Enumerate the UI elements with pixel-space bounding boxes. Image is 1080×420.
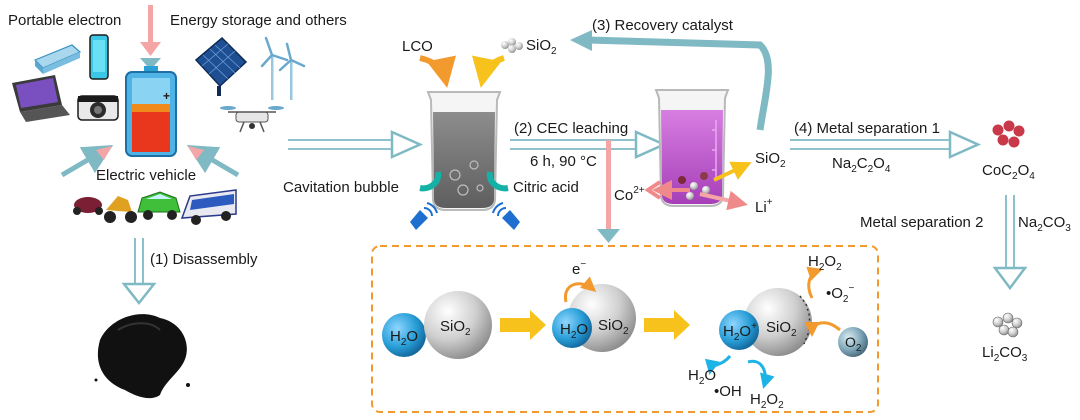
- camera-icon: [77, 95, 119, 121]
- lithium-carbonate-particles-icon: [992, 312, 1023, 338]
- sio2-label-right: SiO2: [755, 150, 786, 170]
- yellow-arrow-2: [644, 310, 690, 340]
- surface-boundary: [799, 295, 811, 345]
- sio2-sphere-1: [424, 291, 492, 359]
- pink-detail-arrow: [597, 140, 620, 243]
- battery-icon: +: [125, 58, 177, 157]
- lco-label: LCO: [402, 38, 433, 55]
- recovery-catalyst-label: (3) Recovery catalyst: [592, 17, 734, 34]
- oh-combine-arrow: [747, 359, 775, 389]
- h2o2-label-bottom: H2O2: [750, 391, 784, 411]
- energy-storage-label: Energy storage and others: [170, 12, 347, 29]
- o2-reduction-arrow: [804, 321, 841, 337]
- disassembly-arrow: [121, 238, 157, 306]
- metal-separation-1-label: (4) Metal separation 1: [794, 120, 940, 137]
- solar-panel-icon: [194, 36, 248, 96]
- wind-turbine-icon: [260, 36, 306, 100]
- co-arrow-back: [644, 180, 662, 200]
- teal-swirl-right: [486, 171, 509, 192]
- pink-input-arrow: [140, 5, 161, 56]
- sio2-label-2: SiO2: [598, 317, 629, 337]
- sio2-label-3: SiO2: [766, 319, 797, 339]
- h2o-plus-label: H2O+: [723, 321, 757, 343]
- beaker-leachate: [654, 89, 730, 207]
- na2co3-label: Na2CO3: [1018, 214, 1071, 234]
- portable-electron-label: Portable electron: [8, 12, 121, 29]
- metal-separation-2-label: Metal separation 2: [860, 214, 983, 231]
- sio2-label-1: SiO2: [440, 318, 471, 338]
- h2o2-formation-arrow: [806, 266, 823, 299]
- phone-icon: [89, 34, 109, 80]
- svg-text:+: +: [163, 89, 170, 103]
- li-ion-label: Li+: [755, 197, 773, 216]
- recovery-catalyst-arrow: [570, 30, 772, 131]
- cavitation-bubble-label: Cavitation bubble: [283, 179, 399, 196]
- citric-acid-label: Citric acid: [513, 179, 579, 196]
- car-icon: [137, 191, 181, 220]
- h2o2-label-top: H2O2: [808, 253, 842, 273]
- h2o-plus-sphere: [719, 310, 759, 350]
- drone-icon: [220, 106, 284, 133]
- co-ion-label: Co2+: [614, 185, 645, 204]
- sio2-label-top: SiO2: [526, 37, 557, 57]
- h2o-label-bottom: H2O: [688, 367, 716, 387]
- metal-separation-2-arrow: [992, 195, 1028, 291]
- oh-radical-label: •OH: [714, 383, 742, 400]
- ultrasonic-right-icon: [492, 202, 520, 230]
- h2o-split-arrow: [705, 354, 732, 375]
- cobalt-oxalate-particles-icon: [992, 120, 1025, 148]
- coc2o4-label: CoC2O4: [982, 162, 1035, 182]
- h2o-label-1: H2O: [390, 328, 418, 348]
- sio2-out-arrow: [713, 161, 752, 182]
- metal-separation-1-arrow: [790, 130, 982, 159]
- electric-vehicle-label: Electric vehicle: [96, 167, 196, 184]
- o2-label: O2: [845, 334, 862, 354]
- laptop-icon: [12, 75, 70, 122]
- na2c2o4-label: Na2C2O4: [832, 155, 891, 175]
- mechanism-box: [371, 245, 879, 413]
- h2o-sphere-2: [552, 308, 592, 348]
- superoxide-label: •O2−: [826, 283, 854, 305]
- sio2-particles-icon: [501, 38, 523, 53]
- electron-label: e−: [572, 259, 586, 278]
- teal-swirl-left: [419, 171, 442, 192]
- yellow-arrow-1: [500, 310, 546, 340]
- sio2-input-arrow: [472, 55, 505, 88]
- li2co3-label: Li2CO3: [982, 344, 1028, 364]
- conditions-label: 6 h, 90 °C: [530, 153, 597, 170]
- bus-icon: [180, 189, 237, 225]
- black-powder-image: [94, 314, 190, 399]
- sio2-sphere-3: [744, 288, 812, 356]
- cec-leaching-label: (2) CEC leaching: [514, 120, 628, 137]
- scooter-icon: [73, 197, 103, 215]
- motorbike-icon: [104, 196, 137, 223]
- o2-sphere: [838, 327, 868, 357]
- side-input-arrows: [60, 144, 240, 178]
- power-bank-icon: [33, 44, 82, 74]
- arrow-to-leaching: [288, 130, 424, 159]
- h2o-label-2: H2O: [560, 321, 588, 341]
- li-out-arrow: [699, 190, 748, 211]
- ultrasonic-left-icon: [410, 202, 438, 230]
- lco-input-arrow: [419, 55, 456, 88]
- beaker-leaching: [419, 91, 509, 211]
- h2o-sphere: [382, 313, 426, 357]
- electron-arrow: [563, 276, 597, 303]
- disassembly-label: (1) Disassembly: [150, 251, 258, 268]
- cec-leaching-arrow: [510, 130, 668, 159]
